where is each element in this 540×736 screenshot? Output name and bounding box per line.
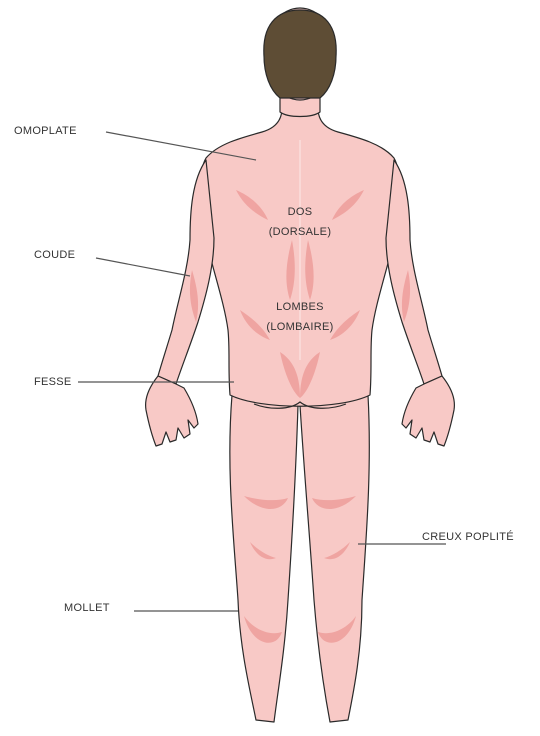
left-hand xyxy=(146,376,198,446)
hair xyxy=(264,10,336,98)
right-arm xyxy=(386,160,442,384)
label-lombes: LOMBES xyxy=(276,301,324,313)
left-leg xyxy=(230,395,298,722)
label-creux-poplite: CREUX POPLITÉ xyxy=(422,530,514,543)
label-coude: COUDE xyxy=(34,249,75,261)
label-dorsale: (DORSALE) xyxy=(269,226,332,238)
label-omoplate: OMOPLATE xyxy=(14,125,77,137)
label-lombaire: (LOMBAIRE) xyxy=(266,321,333,333)
label-fesse: FESSE xyxy=(34,376,72,388)
label-mollet: MOLLET xyxy=(64,602,110,614)
human-figure-back-view xyxy=(146,8,455,722)
label-dos: DOS xyxy=(288,206,313,218)
right-hand xyxy=(402,376,454,446)
leader-line-coude xyxy=(96,258,190,276)
